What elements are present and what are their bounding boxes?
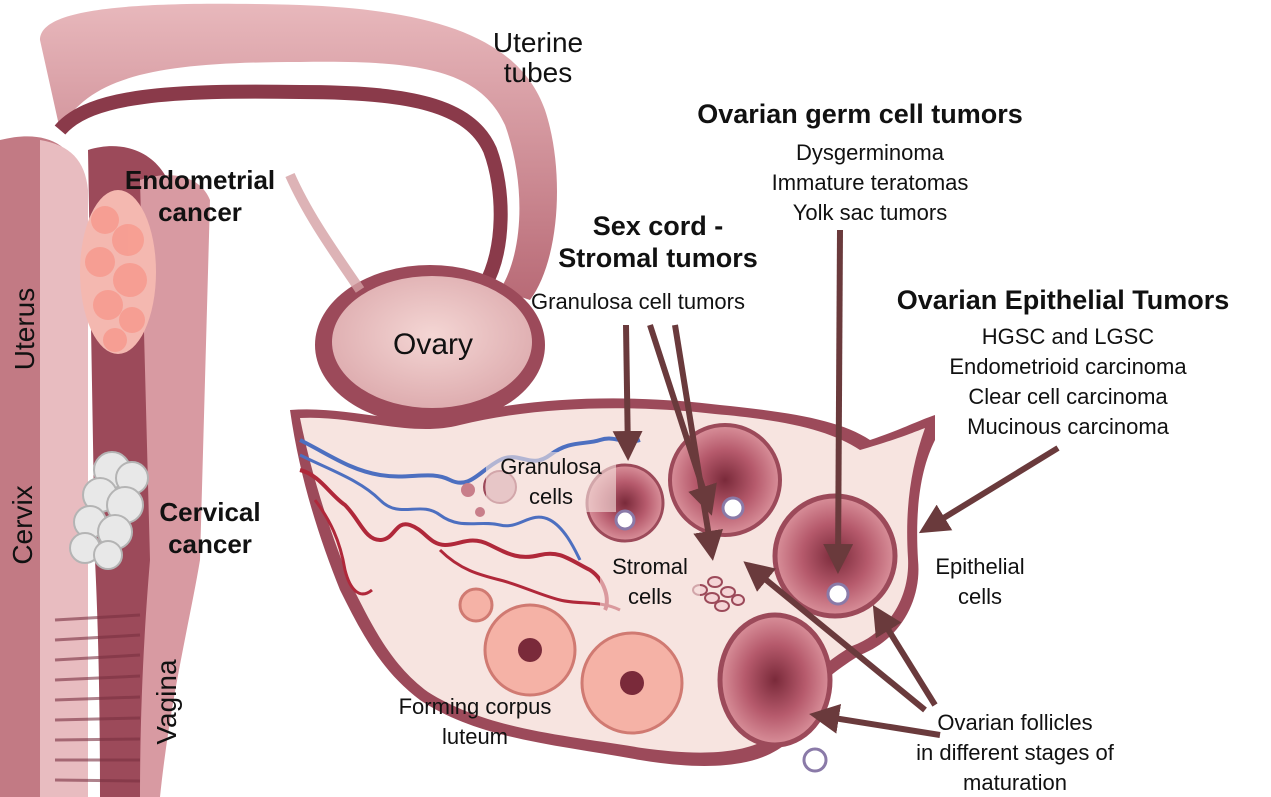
stromal-line-2: cells	[600, 582, 700, 612]
granulosa-line-1: Granulosa	[486, 452, 616, 482]
epithelial-item-2: Endometrioid carcinoma	[918, 352, 1218, 382]
germ-item-1: Dysgerminoma	[730, 138, 1010, 168]
epithelial-cells-line-2: cells	[915, 582, 1045, 612]
sex-cord-title: Sex cord - Stromal tumors	[528, 210, 788, 274]
uterus-label: Uterus	[9, 279, 43, 379]
uterine-tubes-line-2: tubes	[478, 58, 598, 88]
epithelial-cells-line-1: Epithelial	[915, 552, 1045, 582]
granulosa-line-2: cells	[486, 482, 616, 512]
cervical-cancer-label: Cervical cancer	[130, 496, 290, 560]
sex-cord-line-2: Stromal tumors	[528, 242, 788, 274]
cervical-line-2: cancer	[130, 528, 290, 560]
germ-item-2: Immature teratomas	[730, 168, 1010, 198]
follicles-line-2: in different stages of	[880, 738, 1150, 768]
stromal-line-1: Stromal	[600, 552, 700, 582]
uterine-tubes-line-1: Uterine	[478, 28, 598, 58]
granulosa-cells-label: Granulosa cells	[486, 452, 616, 512]
stromal-cells-label: Stromal cells	[600, 552, 700, 612]
cervix-label: Cervix	[7, 475, 41, 575]
endometrial-line-1: Endometrial	[100, 164, 300, 196]
follicles-label: Ovarian follicles in different stages of…	[880, 708, 1150, 797]
sex-cord-item: Granulosa cell tumors	[498, 287, 778, 317]
ovary-label: Ovary	[378, 330, 488, 360]
epithelial-title: Ovarian Epithelial Tumors	[858, 284, 1268, 316]
uterine-tubes-label: Uterine tubes	[478, 28, 598, 88]
corpus-luteum-line-1: Forming corpus	[370, 692, 580, 722]
epithelial-cells-label: Epithelial cells	[915, 552, 1045, 612]
corpus-luteum-label: Forming corpus luteum	[370, 692, 580, 752]
epithelial-item-1: HGSC and LGSC	[918, 322, 1218, 352]
germ-cell-title: Ovarian germ cell tumors	[650, 98, 1070, 130]
epithelial-item-3: Clear cell carcinoma	[918, 382, 1218, 412]
sex-cord-line-1: Sex cord -	[528, 210, 788, 242]
corpus-luteum-line-2: luteum	[370, 722, 580, 752]
vagina-label: Vagina	[151, 652, 185, 752]
epithelial-item-4: Mucinous carcinoma	[918, 412, 1218, 442]
follicles-line-1: Ovarian follicles	[880, 708, 1150, 738]
follicles-line-3: maturation	[880, 768, 1150, 797]
oocyte-icon	[616, 511, 634, 529]
endometrial-cancer-label: Endometrial cancer	[100, 164, 300, 228]
endometrial-line-2: cancer	[100, 196, 300, 228]
cervical-line-1: Cervical	[130, 496, 290, 528]
epithelial-items: HGSC and LGSC Endometrioid carcinoma Cle…	[918, 322, 1218, 442]
